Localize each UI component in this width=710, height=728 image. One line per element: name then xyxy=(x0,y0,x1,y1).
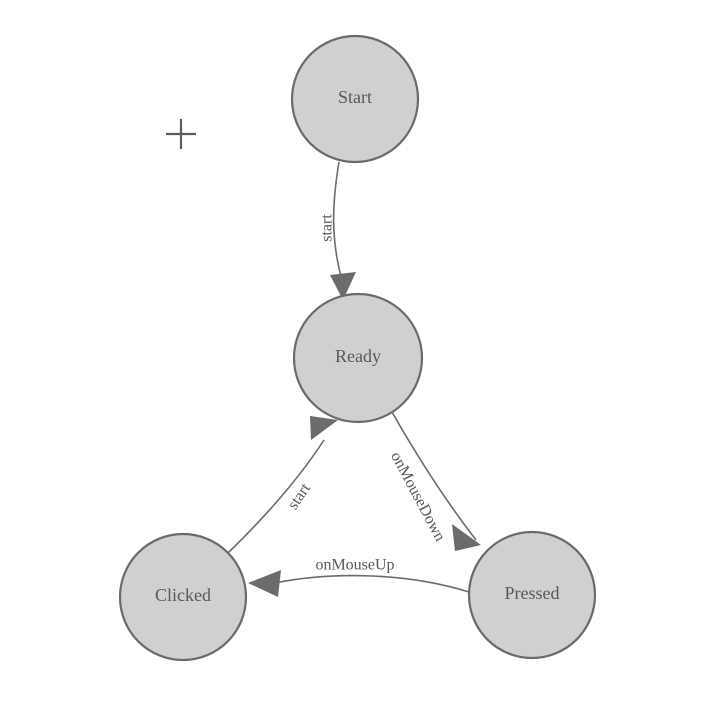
arrowhead-icon xyxy=(452,524,481,551)
edge-label-clicked-to-ready: start xyxy=(285,480,315,513)
node-label-ready: Ready xyxy=(335,346,381,366)
node-start[interactable]: Start xyxy=(290,34,420,164)
node-label-clicked: Clicked xyxy=(155,585,211,605)
edge-path[interactable] xyxy=(391,411,477,541)
node-pressed[interactable]: Pressed xyxy=(467,530,597,660)
nodes-layer: Start Ready Clicked Pressed xyxy=(118,34,597,662)
node-shape[interactable] xyxy=(292,292,424,424)
edge-start-to-ready[interactable]: start xyxy=(319,161,356,300)
node-ready[interactable]: Ready xyxy=(292,292,424,424)
edge-label-start-to-ready: start xyxy=(319,214,336,242)
edge-ready-to-pressed[interactable]: onMouseDown xyxy=(387,411,481,551)
arrowhead-icon xyxy=(248,570,281,597)
arrowhead-icon xyxy=(330,272,356,300)
node-shape[interactable] xyxy=(467,530,597,660)
node-shape[interactable] xyxy=(290,34,420,164)
edge-path[interactable] xyxy=(227,439,325,554)
node-shape[interactable] xyxy=(118,532,248,662)
edge-label-ready-to-pressed: onMouseDown xyxy=(387,449,448,544)
edge-path[interactable] xyxy=(274,574,470,593)
edge-clicked-to-ready[interactable]: start xyxy=(227,416,338,554)
edge-pressed-to-clicked[interactable]: onMouseUp xyxy=(248,557,470,597)
node-label-start: Start xyxy=(338,87,372,107)
node-label-pressed: Pressed xyxy=(505,583,560,603)
crosshair-cursor-icon xyxy=(166,119,196,149)
edge-label-pressed-to-clicked: onMouseUp xyxy=(315,557,394,574)
node-clicked[interactable]: Clicked xyxy=(118,532,248,662)
edge-path[interactable] xyxy=(332,161,344,284)
arrowhead-icon xyxy=(310,416,338,440)
